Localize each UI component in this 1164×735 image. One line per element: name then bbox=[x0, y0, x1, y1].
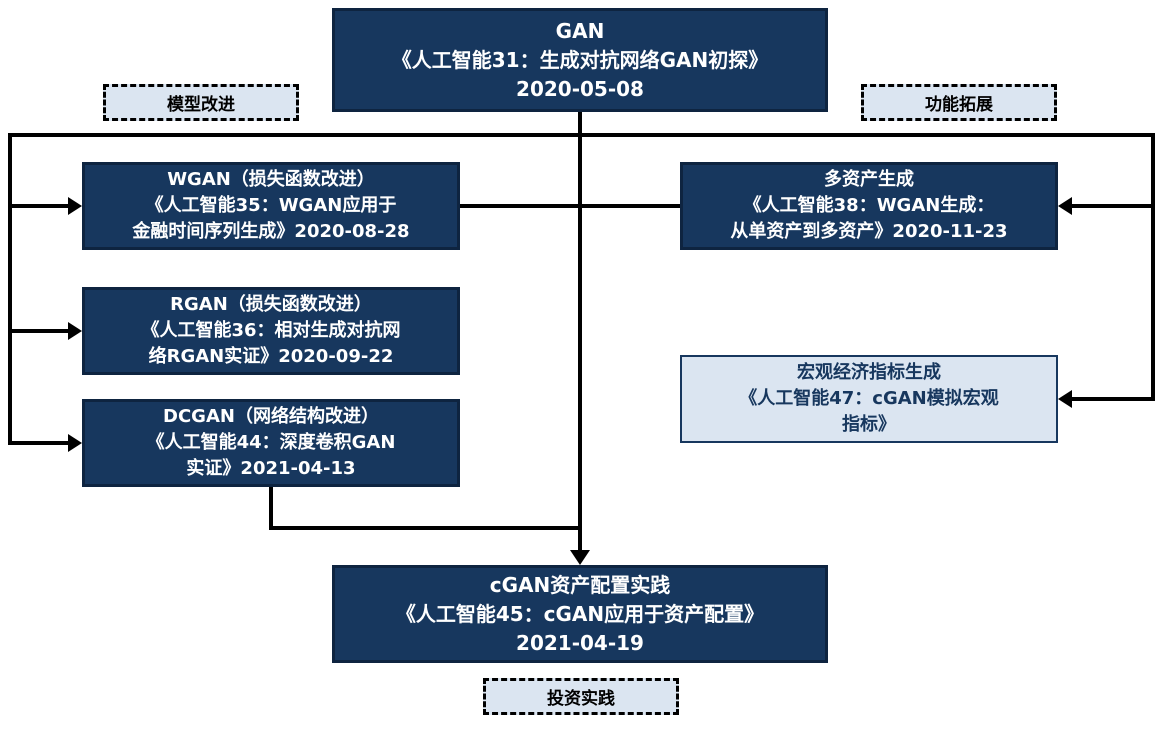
arrowhead-down-cgan bbox=[570, 550, 590, 565]
connector-to-rgan bbox=[8, 329, 70, 333]
node-wgan: WGAN（损失函数改进） 《人工智能35：WGAN应用于 金融时间序列生成》20… bbox=[82, 162, 460, 250]
node-cgan-allocation-line1: cGAN资产配置实践 bbox=[489, 572, 671, 597]
node-dcgan-line3: 实证》2021-04-13 bbox=[186, 458, 356, 480]
node-gan-line2: 《人工智能31：生成对抗网络GAN初探》 bbox=[391, 47, 769, 72]
node-dcgan: DCGAN（网络结构改进） 《人工智能44：深度卷积GAN 实证》2021-04… bbox=[82, 399, 460, 487]
node-multi-asset-line1: 多资产生成 bbox=[824, 168, 914, 190]
connector-to-wgan bbox=[8, 204, 70, 208]
connector-dcgan-down bbox=[269, 487, 273, 530]
node-macro: 宏观经济指标生成 《人工智能47：cGAN模拟宏观 指标》 bbox=[680, 355, 1058, 443]
node-gan-line3: 2020-05-08 bbox=[516, 76, 644, 101]
connector-to-dcgan bbox=[8, 441, 70, 445]
node-macro-line2: 《人工智能47：cGAN模拟宏观 bbox=[739, 387, 999, 409]
tag-investment-practice-label: 投资实践 bbox=[547, 689, 615, 709]
connector-right-vertical bbox=[1151, 133, 1155, 401]
node-macro-line3: 指标》 bbox=[842, 414, 896, 436]
arrowhead-left-multiasset bbox=[1058, 197, 1072, 215]
connector-to-macro bbox=[1072, 397, 1155, 401]
node-gan: GAN 《人工智能31：生成对抗网络GAN初探》 2020-05-08 bbox=[332, 8, 828, 112]
arrowhead-left-macro bbox=[1058, 390, 1072, 408]
arrowhead-right-wgan bbox=[68, 197, 82, 215]
tag-investment-practice: 投资实践 bbox=[483, 678, 679, 715]
node-dcgan-line1: DCGAN（网络结构改进） bbox=[163, 405, 379, 427]
tag-function-expansion: 功能拓展 bbox=[861, 84, 1057, 121]
node-wgan-line1: WGAN（损失函数改进） bbox=[167, 168, 375, 190]
arrowhead-right-rgan bbox=[68, 322, 82, 340]
tag-model-improvement-label: 模型改进 bbox=[167, 95, 235, 115]
node-macro-line1: 宏观经济指标生成 bbox=[797, 361, 941, 383]
node-cgan-allocation-line2: 《人工智能45：cGAN应用于资产配置》 bbox=[395, 601, 765, 626]
node-cgan-allocation-line3: 2021-04-19 bbox=[516, 630, 644, 655]
tag-model-improvement: 模型改进 bbox=[103, 84, 299, 121]
connector-top-horizontal bbox=[8, 133, 1155, 137]
node-rgan-line3: 络RGAN实证》2020-09-22 bbox=[148, 346, 394, 368]
node-multi-asset-line3: 从单资产到多资产》2020-11-23 bbox=[730, 221, 1008, 243]
node-dcgan-line2: 《人工智能44：深度卷积GAN bbox=[146, 431, 396, 453]
node-rgan-line2: 《人工智能36：相对生成对抗网 bbox=[141, 319, 401, 341]
node-rgan-line1: RGAN（损失函数改进） bbox=[170, 293, 372, 315]
connector-dcgan-to-center bbox=[269, 526, 582, 530]
connector-to-multiasset bbox=[1072, 204, 1155, 208]
tag-function-expansion-label: 功能拓展 bbox=[925, 95, 993, 115]
node-gan-line1: GAN bbox=[555, 18, 605, 43]
node-rgan: RGAN（损失函数改进） 《人工智能36：相对生成对抗网 络RGAN实证》202… bbox=[82, 287, 460, 375]
node-cgan-allocation: cGAN资产配置实践 《人工智能45：cGAN应用于资产配置》 2021-04-… bbox=[332, 565, 828, 663]
connector-center-vertical bbox=[578, 112, 582, 550]
node-multi-asset: 多资产生成 《人工智能38：WGAN生成： 从单资产到多资产》2020-11-2… bbox=[680, 162, 1058, 250]
node-wgan-line3: 金融时间序列生成》2020-08-28 bbox=[132, 221, 410, 243]
connector-wgan-multiasset bbox=[460, 204, 680, 208]
node-wgan-line2: 《人工智能35：WGAN应用于 bbox=[145, 194, 397, 216]
connector-left-vertical bbox=[8, 133, 12, 445]
node-multi-asset-line2: 《人工智能38：WGAN生成： bbox=[743, 194, 995, 216]
arrowhead-right-dcgan bbox=[68, 434, 82, 452]
